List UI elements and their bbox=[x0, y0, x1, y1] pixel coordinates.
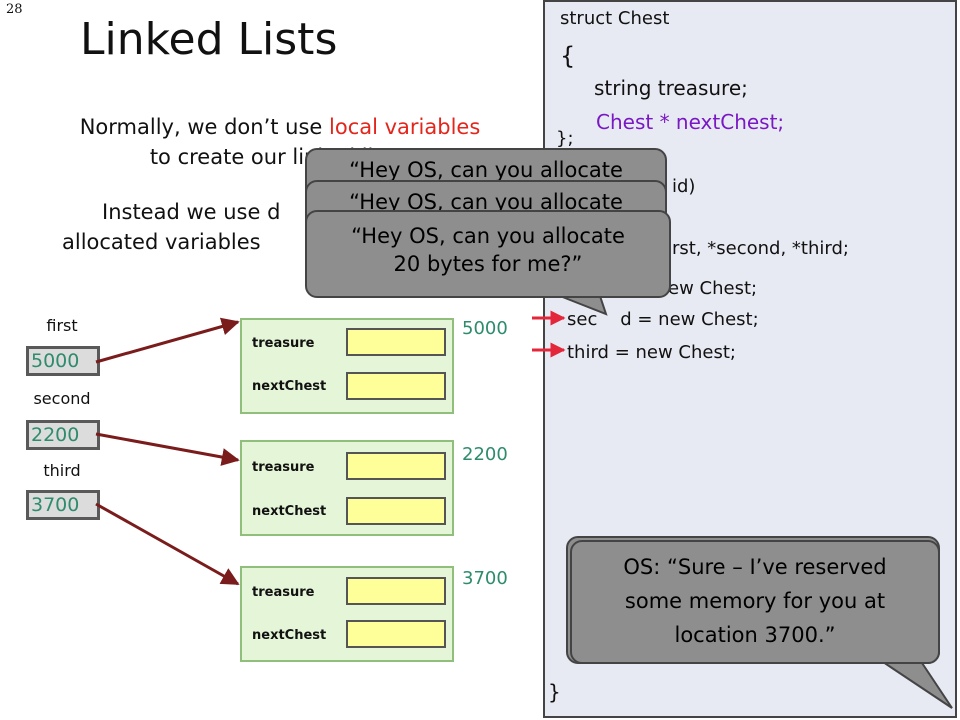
local-variables-highlight: local variables bbox=[329, 115, 481, 139]
field-label-nextchest: nextChest bbox=[252, 379, 327, 394]
var-label-third: third bbox=[43, 461, 81, 480]
field-label-treasure: treasure bbox=[252, 336, 315, 351]
chest-address-3: 3700 bbox=[462, 568, 508, 589]
treasure-field bbox=[346, 577, 446, 605]
field-label-treasure: treasure bbox=[252, 585, 315, 600]
ask-bubble-front: “Hey OS, can you allocate 20 bytes for m… bbox=[305, 210, 671, 298]
intro-line-3: Instead we use d bbox=[102, 200, 281, 224]
pointer-arrow-first bbox=[95, 317, 240, 364]
intro-line-1: Normally, we don’t use local variables bbox=[30, 112, 530, 142]
var-label-second: second bbox=[33, 389, 91, 408]
chest-address-2: 2200 bbox=[462, 444, 508, 465]
var-label-first: first bbox=[46, 316, 78, 335]
code-line-first-new: ew Chest; bbox=[668, 278, 758, 299]
code-line-struct: struct Chest bbox=[560, 8, 670, 29]
code-line-open-brace: { bbox=[560, 42, 576, 70]
intro-text: Normally, we don’t use bbox=[79, 115, 330, 139]
chest-address-1: 5000 bbox=[462, 318, 508, 339]
ask-bubble-line-2: 20 bytes for me?” bbox=[393, 252, 583, 276]
nextchest-field bbox=[346, 497, 446, 525]
os-reply-bubble: OS: “Sure – I’ve reserved some memory fo… bbox=[570, 540, 940, 664]
code-line-declare: rst, *second, *third; bbox=[672, 238, 849, 259]
nextchest-field bbox=[346, 372, 446, 400]
var-box-first: 5000 bbox=[26, 346, 100, 376]
os-bubble-tail bbox=[876, 659, 953, 709]
code-line-second-new: sec d = new Chest; bbox=[567, 309, 759, 330]
code-line-nextchest: Chest * nextChest; bbox=[596, 110, 785, 134]
code-line-third-new: third = new Chest; bbox=[567, 342, 736, 363]
field-label-nextchest: nextChest bbox=[252, 504, 327, 519]
slide-title: Linked Lists bbox=[80, 14, 338, 65]
code-line-treasure: string treasure; bbox=[594, 76, 748, 100]
code-line-close-struct: }; bbox=[556, 128, 574, 149]
pointer-arrow-third bbox=[95, 502, 240, 586]
code-line-main-sig: id) bbox=[672, 176, 696, 197]
ask-bubble-tail bbox=[559, 295, 608, 316]
slide-number: 28 bbox=[6, 2, 23, 17]
field-label-nextchest: nextChest bbox=[252, 628, 327, 643]
chest-node-3: treasure nextChest bbox=[240, 566, 454, 662]
ask-bubble-line-1: “Hey OS, can you allocate bbox=[351, 224, 625, 248]
os-bubble-line-1: OS: “Sure – I’ve reserved bbox=[623, 555, 887, 579]
chest-node-1: treasure nextChest bbox=[240, 318, 454, 414]
os-bubble-line-2: some memory for you at bbox=[624, 589, 886, 613]
treasure-field bbox=[346, 452, 446, 480]
ask-bubble-text: “Hey OS, can you allocate bbox=[349, 158, 623, 182]
pointer-arrow-second bbox=[95, 432, 240, 466]
code-line-close-main: } bbox=[548, 680, 561, 704]
var-box-third: 3700 bbox=[26, 490, 100, 520]
treasure-field bbox=[346, 328, 446, 356]
os-bubble-line-3: location 3700.” bbox=[674, 623, 836, 647]
nextchest-field bbox=[346, 620, 446, 648]
field-label-treasure: treasure bbox=[252, 460, 315, 475]
intro-line-4: allocated variables bbox=[62, 230, 261, 254]
chest-node-2: treasure nextChest bbox=[240, 440, 454, 536]
